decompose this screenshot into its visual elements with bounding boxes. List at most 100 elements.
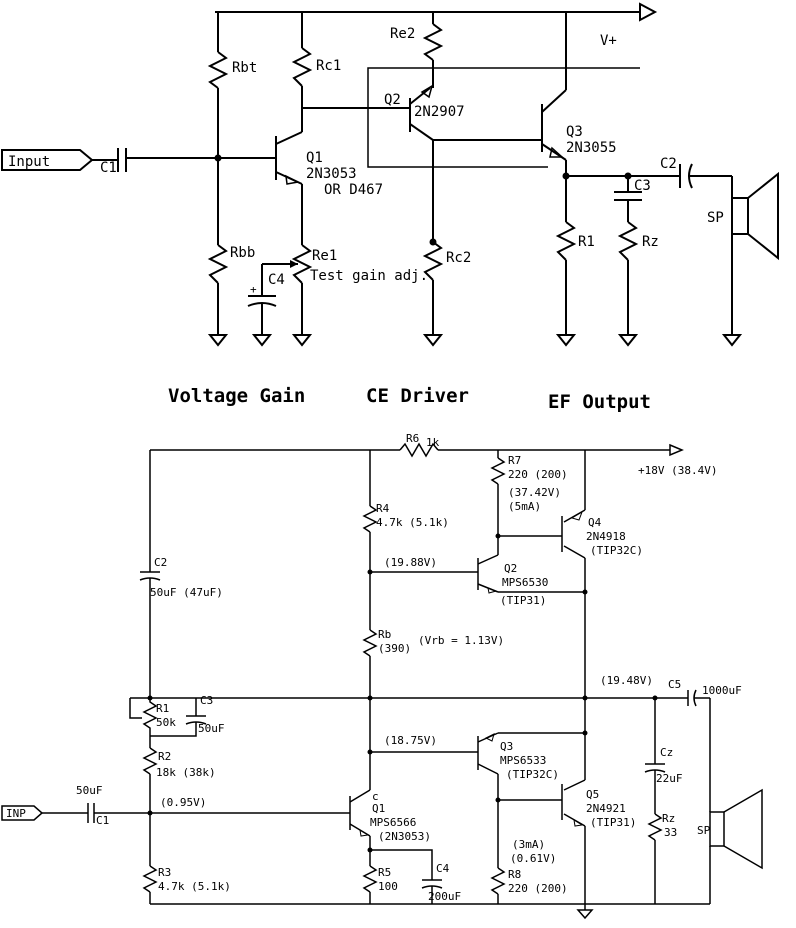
bottom-c4-value: 200uF (428, 890, 461, 903)
stage-voltage-gain-label: Voltage Gain (168, 385, 305, 407)
bottom-r7-label: R7 (508, 454, 521, 467)
bottom-vrb: (Vrb = 1.13V) (418, 634, 504, 647)
bottom-r4-value: 4.7k (5.1k) (376, 516, 449, 529)
bottom-speaker-icon (709, 811, 725, 847)
bottom-r5-value: 100 (378, 880, 398, 893)
bottom-r5-resistor (362, 865, 378, 893)
top-darlington-box (367, 67, 640, 168)
bottom-r8-label: R8 (508, 868, 521, 881)
bottom-c1-value: 50uF (76, 784, 103, 797)
stage-ce-driver-label: CE Driver (366, 385, 469, 407)
bottom-r3-label: R3 (158, 866, 171, 879)
top-rc2-resistor (422, 241, 444, 281)
top-rbb-resistor (207, 244, 229, 284)
top-q1-name: Q1 (306, 150, 323, 166)
bottom-v-q2b: (19.88V) (384, 556, 437, 569)
bottom-inp-label: INP (6, 807, 26, 820)
bottom-q3-name: Q3 (500, 740, 513, 753)
bottom-r3-resistor (142, 865, 158, 893)
bottom-q1-part: MPS6566 (370, 816, 416, 829)
bottom-q4-part: 2N4918 (586, 530, 626, 543)
top-ground-icon (422, 334, 444, 347)
bottom-r2-resistor (142, 747, 158, 775)
bottom-r7-value: 220 (200) (508, 468, 568, 481)
bottom-q2-alt: (TIP31) (500, 594, 546, 607)
top-rbb-label: Rbb (230, 245, 255, 261)
top-input-label: Input (8, 154, 50, 170)
bottom-v-out: (19.48V) (600, 674, 653, 687)
bottom-schematic: R6 1k +18V (38.4V) C2 50uF (47uF) R4 4.7… (1, 432, 763, 920)
top-rc2-label: Rc2 (446, 250, 471, 266)
bottom-r7-resistor (490, 457, 506, 485)
bottom-rb-value: (390) (378, 642, 411, 655)
top-q3-emitter-arrow-icon (549, 146, 564, 158)
bottom-q1-c-pin: c (372, 790, 379, 803)
bottom-rz-label: Rz (662, 812, 675, 825)
bottom-c1-label: C1 (96, 814, 109, 827)
bottom-cz-label: Cz (660, 746, 673, 759)
bottom-c4-label: C4 (436, 862, 450, 875)
bottom-v-q1b: (0.95V) (160, 796, 206, 809)
bottom-c3-label: C3 (200, 694, 213, 707)
bottom-r6-value: 1k (426, 436, 440, 449)
bottom-c5-value: 1000uF (702, 684, 742, 697)
top-ground-icon (555, 334, 577, 347)
top-q2-name: Q2 (384, 92, 401, 108)
top-sp-label: SP (707, 210, 724, 226)
bottom-q4-alt: (TIP32C) (590, 544, 643, 557)
top-re2-resistor (422, 23, 444, 61)
top-q2-emitter-arrow-icon (420, 84, 434, 99)
bottom-supply-label: +18V (38.4V) (638, 464, 717, 477)
bottom-r8-resistor (490, 867, 506, 895)
bottom-rz-resistor (647, 813, 663, 841)
bottom-r2-value: 18k (38k) (156, 766, 216, 779)
bottom-sp-label: SP (697, 824, 711, 837)
bottom-q1-name: Q1 (372, 802, 385, 815)
bottom-r5-label: R5 (378, 866, 391, 879)
bottom-v-r7: (37.42V) (508, 486, 561, 499)
bottom-r2-label: R2 (158, 750, 171, 763)
bottom-q5-name: Q5 (586, 788, 599, 801)
top-ground-icon (291, 334, 313, 347)
bottom-c3-value: 50uF (198, 722, 225, 735)
bottom-v-r8: (0.61V) (510, 852, 556, 865)
bottom-c5-label: C5 (668, 678, 681, 691)
top-c1-label: C1 (100, 160, 117, 176)
bottom-r6-resistor (399, 442, 439, 458)
bottom-q3-part: MPS6533 (500, 754, 546, 767)
bottom-r1-label: R1 (156, 702, 169, 715)
top-vplus-arrow-icon (639, 2, 658, 22)
top-rbt-resistor (207, 51, 229, 89)
top-re1-resistor (291, 244, 313, 284)
stage-ef-output-label: EF Output (548, 391, 651, 413)
bottom-r8-value: 220 (200) (508, 882, 568, 895)
bottom-q2-name: Q2 (504, 562, 517, 575)
bottom-r4-resistor (362, 505, 378, 533)
top-q1-alt: OR D467 (324, 182, 383, 198)
bottom-ground-icon (576, 909, 594, 920)
top-speaker-icon (731, 197, 749, 235)
top-ground-icon (721, 334, 743, 347)
top-rz-label: Rz (642, 234, 659, 250)
top-ground-icon (617, 334, 639, 347)
bottom-q5-alt: (TIP31) (590, 816, 636, 829)
top-schematic: V+ Rbt Rc1 Re2 Q2 2N2907 Q3 2N3055 Rc2 C… (1, 2, 779, 413)
top-q3-part: 2N3055 (566, 140, 617, 156)
bottom-q1-alt: (2N3053) (378, 830, 431, 843)
bottom-v-q3b: (18.75V) (384, 734, 437, 747)
bottom-q5-part: 2N4921 (586, 802, 626, 815)
bottom-supply-arrow-icon (669, 443, 684, 457)
top-q1-part: 2N3053 (306, 166, 357, 182)
bottom-c2-label: C2 (154, 556, 167, 569)
bottom-c2-value: 50uF (47uF) (150, 586, 223, 599)
top-re1-label: Re1 (312, 248, 337, 264)
bottom-r4-label: R4 (376, 502, 390, 515)
bottom-q2-part: MPS6530 (502, 576, 548, 589)
svg-text:+: + (250, 283, 257, 296)
top-c4-label: C4 (268, 272, 285, 288)
bottom-rb-label: Rb (378, 628, 391, 641)
bottom-i-r7: (5mA) (508, 500, 541, 513)
top-q1-emitter-arrow-icon (285, 174, 301, 185)
bottom-inp-port (1, 805, 44, 821)
